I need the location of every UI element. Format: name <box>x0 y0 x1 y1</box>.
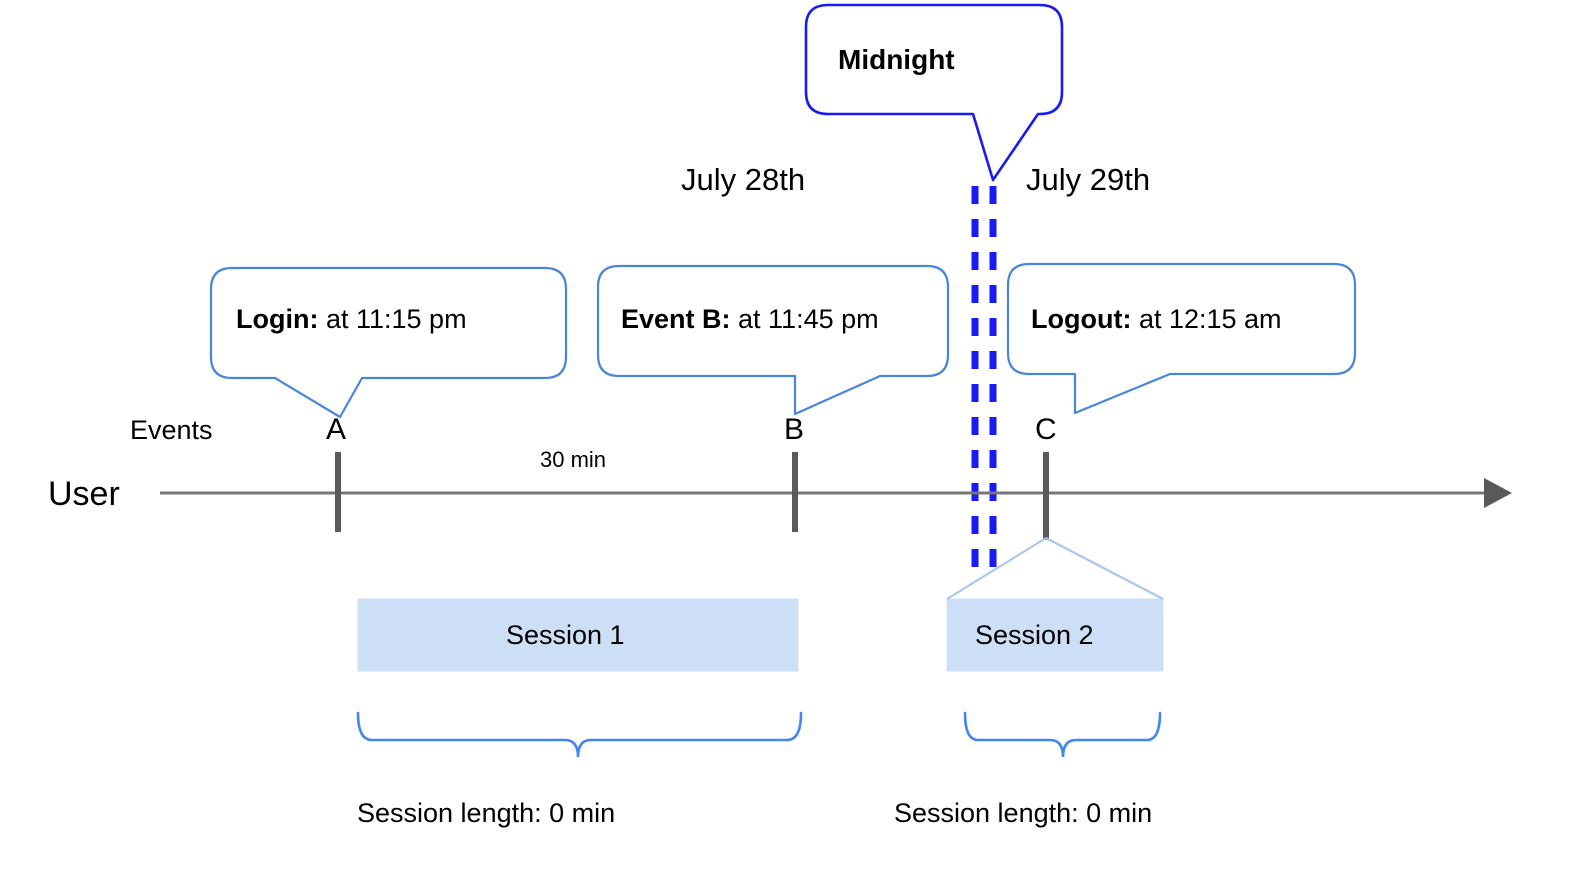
session-2-roof-left <box>946 537 1047 600</box>
session-1-box <box>357 598 799 672</box>
session-1-brace <box>356 711 803 758</box>
callout-logout-lead: Logout: <box>1031 304 1132 334</box>
session-2-shape <box>946 537 1164 672</box>
event-letter-a: A <box>326 413 347 446</box>
events-row-label: Events <box>130 415 213 445</box>
callout-login-detail: at 11:15 pm <box>318 304 467 334</box>
session-2-brace <box>963 711 1162 758</box>
day-label-july-28: July 28th <box>681 162 806 197</box>
callout-login-lead: Login: <box>236 304 319 334</box>
midnight-dashed-lines <box>971 186 997 577</box>
midnight-label: Midnight <box>838 44 955 75</box>
midnight-callout-shape <box>804 3 1064 182</box>
session-2-length-label: Session length: 0 min <box>894 798 1153 828</box>
callout-logout-shape <box>1006 262 1357 415</box>
callout-event-b-lead: Event B: <box>621 304 731 334</box>
callout-logout-detail: at 12:15 am <box>1131 304 1282 334</box>
session-2-label: Session 2 <box>975 620 1094 650</box>
callout-login-path <box>209 266 568 419</box>
event-letter-c: C <box>1035 413 1057 446</box>
callout-event-b-text: Event B: at 11:45 pm <box>621 306 879 333</box>
timeline-axis <box>160 478 1512 508</box>
session-1-label: Session 1 <box>506 620 625 650</box>
day-label-july-29: July 29th <box>1026 162 1151 197</box>
callout-event-b-shape <box>596 264 950 416</box>
callout-login-text: Login: at 11:15 pm <box>236 306 467 333</box>
session-2-brace-path <box>963 711 1162 758</box>
callout-event-b-detail: at 11:45 pm <box>730 304 879 334</box>
session-2-box <box>946 598 1164 672</box>
session-1-brace-path <box>356 711 803 758</box>
midnight-bubble-path <box>804 3 1064 182</box>
timeline-arrowhead-icon <box>1484 478 1512 508</box>
callout-logout-text: Logout: at 12:15 am <box>1031 306 1282 333</box>
user-row-label: User <box>48 475 120 513</box>
callout-event-b-path <box>596 264 950 416</box>
interval-label-30-min: 30 min <box>540 447 607 472</box>
event-ticks <box>335 452 1049 540</box>
session-1-length-label: Session length: 0 min <box>357 798 616 828</box>
session-2-roof-right <box>1045 537 1164 600</box>
event-letter-b: B <box>784 413 805 446</box>
session-1-shape <box>357 598 799 672</box>
callout-logout-path <box>1006 262 1357 415</box>
callout-login-shape <box>209 266 568 419</box>
